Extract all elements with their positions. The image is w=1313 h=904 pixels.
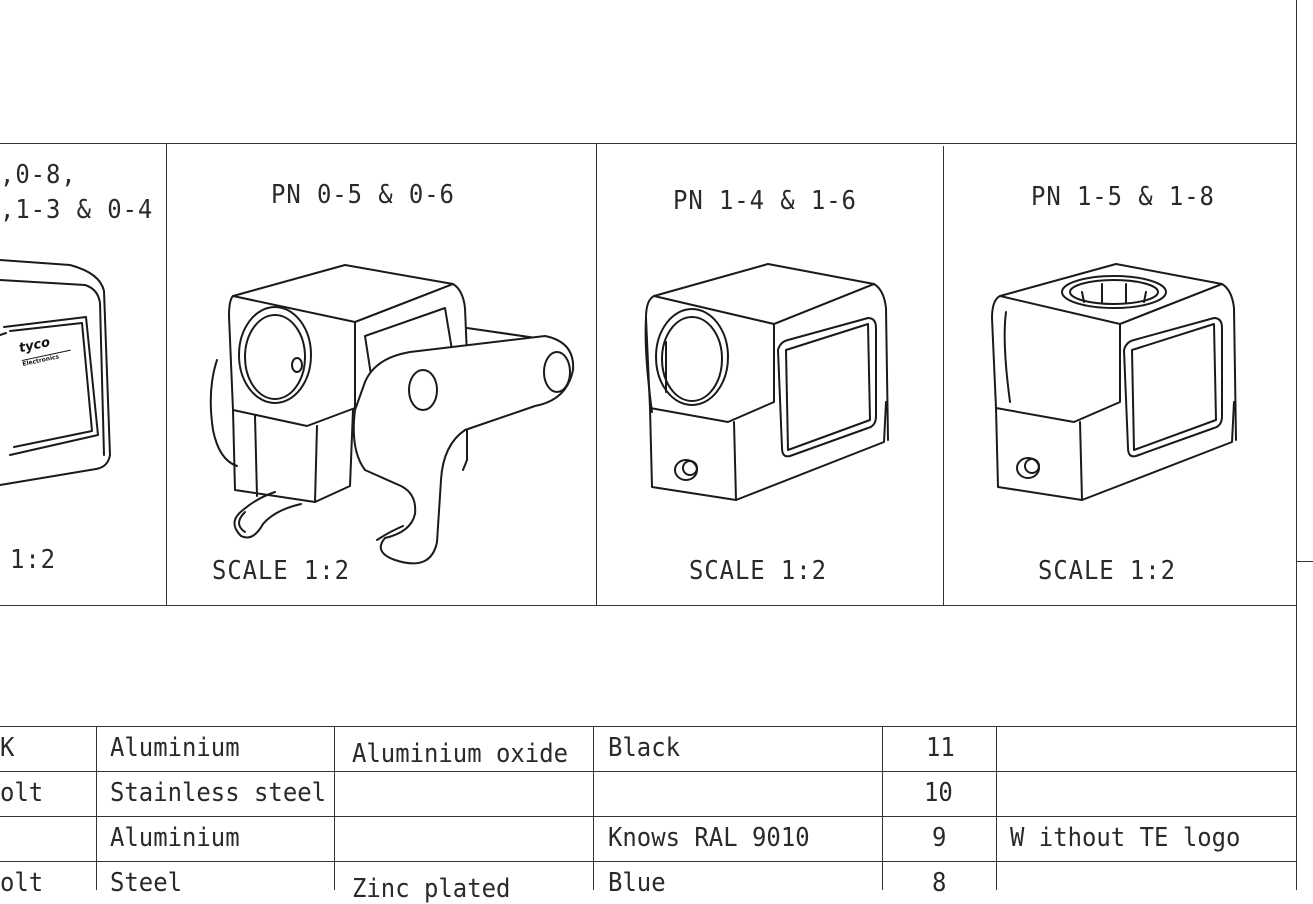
bom-row-4-material: Steel: [110, 868, 183, 898]
view-4-scale: SCALE 1:2: [1038, 556, 1176, 586]
bom-row-3-material: Aluminium: [110, 823, 240, 853]
bom-row-3-remark: W ithout TE logo: [1010, 823, 1241, 853]
bom-row-3-color: Knows RAL 9010: [608, 823, 810, 853]
bom-col-line-3: [593, 726, 594, 890]
bom-row-1-surface: Aluminium oxide: [352, 739, 569, 769]
bom-row-3-item: 9: [932, 823, 947, 853]
bom-row-4-item: 8: [932, 868, 947, 898]
bom-row-4-name: olt: [0, 868, 44, 898]
view-1-title-line1: ,0-8,: [0, 160, 77, 190]
view-2-housing-drawing: [209, 264, 575, 565]
bom-col-line-4: [882, 726, 883, 890]
bom-row-2-name: olt: [0, 778, 44, 808]
view-3-scale: SCALE 1:2: [689, 556, 827, 586]
view-divider-2: [596, 143, 597, 605]
right-border-tick: [1296, 561, 1313, 562]
view-divider-1: [166, 143, 167, 605]
bom-col-line-5: [996, 726, 997, 890]
bom-row-1-name: K: [0, 733, 15, 763]
bom-row-line-2: [0, 816, 1296, 817]
bom-row-2-material: Stainless steel: [110, 778, 327, 808]
bom-row-1-item: 11: [926, 733, 955, 763]
bom-row-line-1: [0, 771, 1296, 772]
views-bottom-line: [0, 605, 1296, 606]
bom-row-4-color: Blue: [608, 868, 666, 898]
bom-row-line-0: [0, 726, 1296, 727]
view-3-title: PN 1-4 & 1-6: [673, 186, 857, 216]
bom-col-line-1: [96, 726, 97, 890]
view-3-housing-drawing: [644, 263, 889, 501]
view-1-housing-drawing: [0, 259, 111, 486]
bom-row-4-surface: Zinc plated: [352, 874, 511, 904]
view-2-title: PN 0-5 & 0-6: [271, 180, 455, 210]
bom-row-line-3: [0, 861, 1296, 862]
view-4-housing-drawing: [991, 263, 1237, 501]
bom-row-1-color: Black: [608, 733, 681, 763]
bom-col-line-2: [334, 726, 335, 890]
view-1-title-line2: ,1-3 & 0-4: [0, 195, 154, 225]
bom-row-1-material: Aluminium: [110, 733, 240, 763]
bom-row-2-item: 10: [924, 778, 953, 808]
view-2-scale: SCALE 1:2: [212, 556, 350, 586]
view-4-title: PN 1-5 & 1-8: [1031, 182, 1215, 212]
view-1-scale: 1:2: [10, 545, 56, 575]
view-divider-3: [943, 146, 944, 605]
right-border-line: [1296, 0, 1297, 890]
views-top-line: [0, 143, 1296, 144]
